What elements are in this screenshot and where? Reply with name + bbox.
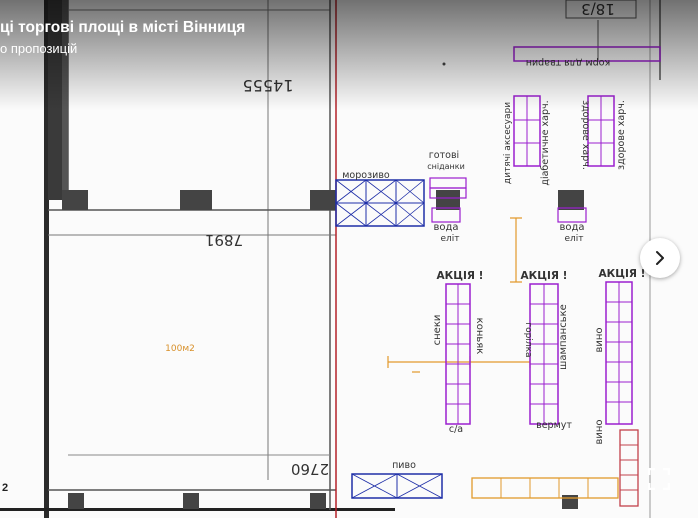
zone-label-water-right: вода [559,222,584,233]
wall-bottom [0,508,395,511]
zone-label-ice-cream: морозиво [342,170,390,181]
zone-label-ready-breakfast-1: готові [429,150,459,161]
zone-label-promo-2: АКЦІЯ ! [521,270,568,282]
column [62,190,88,210]
column [310,190,336,210]
zone-label-soft-drinks: с/а [449,424,463,435]
column [436,190,460,210]
next-image-button[interactable] [640,238,680,278]
gondola-snacks-cognac [445,283,471,425]
zone-label-diabetic-food: діабетичне харч. [540,100,551,185]
zone-label-vodka: горілка [523,322,533,357]
column [68,493,84,509]
gallery-title: ці торгові площі в місті Вінниця [0,19,246,36]
marker-dot [442,62,446,66]
zone-label-water-right-sub: еліт [564,234,583,244]
zone-label-ready-breakfast-2: сніданки [427,162,465,171]
fullscreen-button[interactable] [638,458,680,500]
zone-label-wine-1: вино [594,327,605,352]
dim-label-upper-mid: 14555 [243,76,294,95]
gallery-subtitle: о пропозицій [0,41,78,56]
area-label: 100м2 [165,344,195,354]
zone-label-baby-accessories: дитячі аксесуари [503,102,513,184]
gondola-wine [605,281,633,425]
zone-label-water-left-sub: еліт [440,234,459,244]
dim-label-top-right: 18/3 [581,0,615,18]
zone-label-champagne: шампанське [558,304,569,370]
column [562,495,578,509]
column [180,190,212,210]
zone-label-beer: пиво [392,460,416,471]
column [558,190,584,210]
rack-ready-breakfast [429,177,587,223]
zone-label-snacks: снеки [432,315,443,346]
wall-left [44,0,49,518]
zone-label-pet-food: корм для тварин [526,57,611,68]
fullscreen-icon [648,468,670,490]
zone-label-wine-2: вино [594,419,605,444]
rack-red-side [619,429,639,507]
zone-label-water-left: вода [433,222,458,233]
freezer-beer [351,473,443,499]
dim-label-bottom: 2760 [291,460,329,478]
zone-label-promo-3: АКЦІЯ ! [599,268,646,280]
rack-checkout-orange [471,477,619,499]
zone-label-cognac: коньяк [474,318,485,355]
guide-lines [387,217,531,373]
chevron-right-icon [656,251,664,265]
gondola-vodka-champagne [529,283,559,425]
zone-label-promo-1: АКЦІЯ ! [437,270,484,282]
freezer-ice-cream [335,179,425,227]
dim-label-mid: 7891 [205,231,243,249]
zone-label-vermouth: вермут [536,420,572,431]
image-counter: 2 [2,482,9,494]
zone-label-healthy-food-2: здорове харч. [616,100,627,170]
column [310,493,326,509]
zone-label-healthy-food-1: здорове харч. [580,100,591,170]
column [183,493,199,509]
